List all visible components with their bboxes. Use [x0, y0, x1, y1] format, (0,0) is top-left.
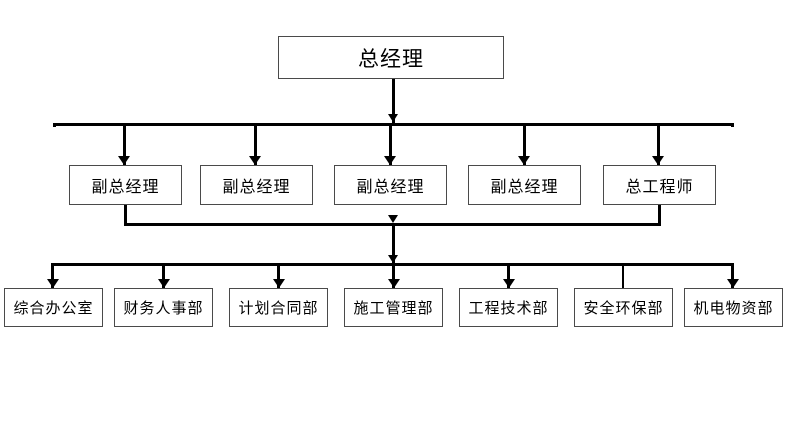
connector-arrow-dept-3	[273, 279, 285, 288]
connector-drop-dept-6	[622, 263, 624, 289]
org-node-deputy-general-manager-1[interactable]: 副总经理	[69, 165, 182, 205]
connector-drop-dept-4	[392, 263, 395, 288]
connector-drop-deputy-1	[123, 123, 126, 165]
connector-drop-deputy-2	[254, 123, 257, 165]
org-node-general-manager[interactable]: 总经理	[278, 36, 504, 79]
connector-arrow-deputy-2	[249, 156, 261, 165]
connector-arrow-departments-bus	[388, 255, 398, 263]
org-node-deputy-general-manager-2[interactable]: 副总经理	[200, 165, 313, 205]
connector-drop-deputy-3	[389, 123, 392, 165]
org-node-general-office[interactable]: 综合办公室	[4, 288, 103, 327]
connector-arrow-dept-5	[503, 279, 515, 288]
org-node-safety-environment-dept[interactable]: 安全环保部	[574, 288, 673, 327]
connector-arrow-deputy-4	[518, 156, 530, 165]
connector-arrow-dept-1	[47, 279, 59, 288]
connector-riser-deputy-1	[124, 205, 127, 226]
connector-drop-dept-2	[162, 263, 165, 288]
org-node-construction-management-dept[interactable]: 施工管理部	[344, 288, 443, 327]
connector-arrow-chief-engineer	[652, 156, 664, 165]
connector-arrow-dept-2	[158, 279, 170, 288]
org-node-electromechanical-materials-dept[interactable]: 机电物资部	[684, 288, 783, 327]
org-node-finance-hr-dept[interactable]: 财务人事部	[114, 288, 213, 327]
org-node-engineering-technology-dept[interactable]: 工程技术部	[459, 288, 558, 327]
connector-drop-dept-7	[731, 263, 734, 288]
org-node-deputy-general-manager-4[interactable]: 副总经理	[468, 165, 581, 205]
connector-drop-chief-engineer	[657, 123, 660, 165]
connector-arrow-deputy-1	[118, 156, 130, 165]
org-node-deputy-general-manager-3[interactable]: 副总经理	[334, 165, 447, 205]
connector-arrow-dept-7	[727, 279, 739, 288]
connector-arrow-dept-4	[388, 279, 400, 288]
connector-arrow-executive-bus	[388, 114, 398, 122]
org-node-chief-engineer[interactable]: 总工程师	[603, 165, 716, 205]
connector-arrow-deputy-3	[384, 156, 396, 165]
connector-drop-dept-5	[507, 263, 510, 288]
connector-bus-level1-right-end	[731, 123, 734, 127]
connector-stem-departments	[392, 223, 395, 265]
connector-drop-dept-3	[277, 263, 280, 288]
connector-bus-level1-left-end	[53, 123, 56, 127]
connector-riser-chief-engineer	[658, 205, 661, 226]
connector-arrow-mid-bar-center	[388, 215, 398, 223]
org-node-planning-contract-dept[interactable]: 计划合同部	[229, 288, 328, 327]
connector-drop-deputy-4	[523, 123, 526, 165]
connector-stem-executive	[392, 79, 395, 123]
connector-bus-level1	[53, 123, 734, 126]
connector-drop-dept-1	[51, 263, 54, 288]
